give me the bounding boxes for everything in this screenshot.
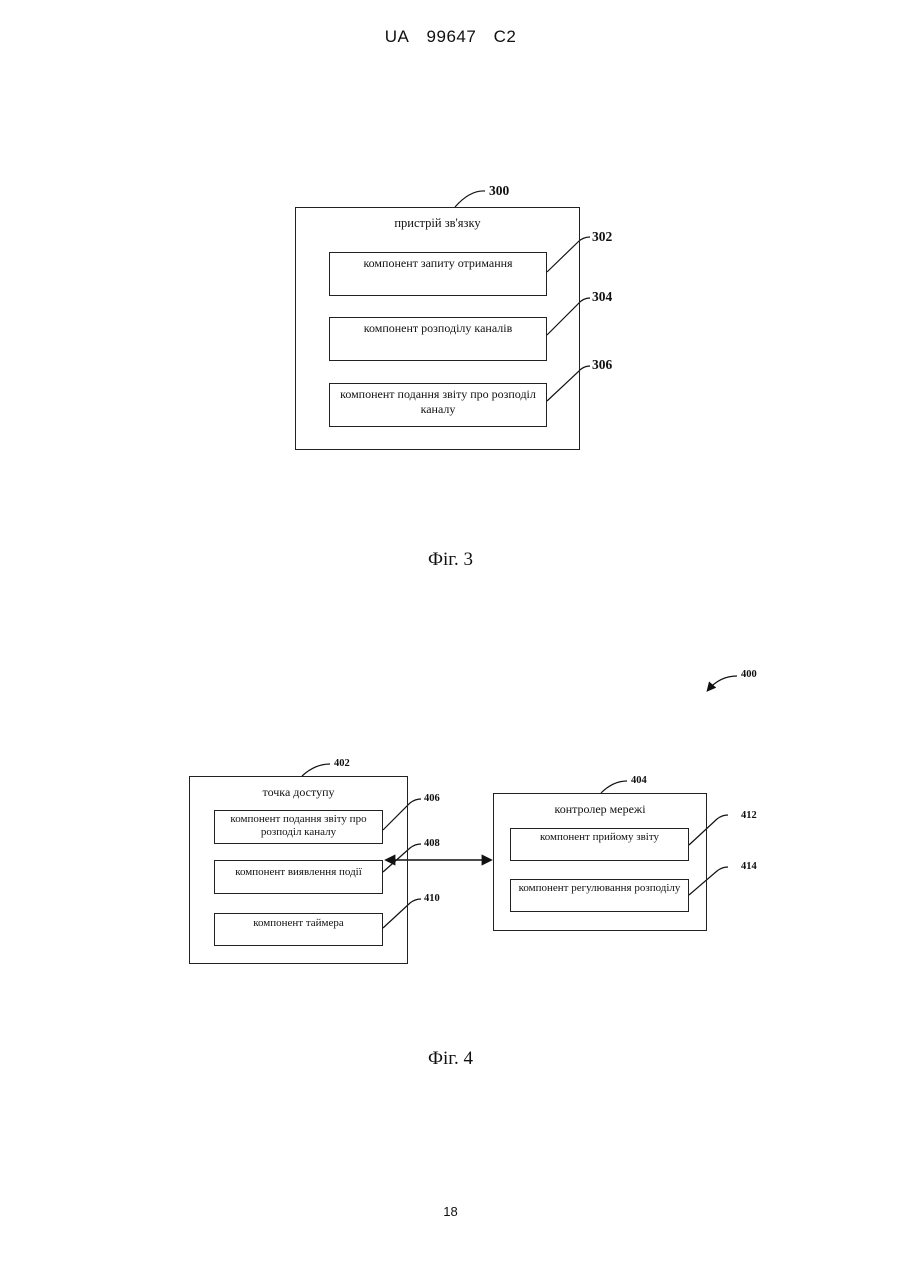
page-number: 18	[0, 1204, 901, 1219]
ref-410: 410	[424, 893, 440, 904]
access-point-title: точка доступу	[190, 785, 407, 800]
ref-302: 302	[592, 229, 612, 245]
ap-component-box-410: компонент таймера	[214, 913, 383, 946]
header-kind: C2	[494, 27, 517, 46]
header-country: UA	[385, 27, 410, 46]
ap-component-label-408: компонент виявлення події	[235, 866, 362, 879]
patent-header: UA 99647 C2	[0, 27, 901, 47]
nc-component-label-412: компонент прийому звіту	[540, 831, 659, 844]
communication-device-title: пристрій зв'язку	[296, 216, 579, 231]
header-number: 99647	[427, 27, 477, 46]
component-box-302: компонент запиту отримання	[329, 252, 547, 296]
nc-component-box-414: компонент регулювання розподілу	[510, 879, 689, 912]
fig4-caption: Фіг. 4	[0, 1048, 901, 1070]
component-box-304: компонент розподілу каналів	[329, 317, 547, 361]
ref-414: 414	[741, 861, 757, 872]
network-controller-title: контролер мережі	[494, 802, 706, 817]
ref-404: 404	[631, 775, 647, 786]
leader-300	[455, 191, 485, 207]
ref-406: 406	[424, 793, 440, 804]
ap-component-label-406: компонент подання звіту про розподіл кан…	[219, 813, 378, 839]
ref-408: 408	[424, 838, 440, 849]
component-label-302: компонент запиту отримання	[363, 256, 512, 271]
ref-402: 402	[334, 758, 350, 769]
ref-306: 306	[592, 357, 612, 373]
leader-404	[601, 781, 627, 793]
ap-component-label-410: компонент таймера	[253, 917, 344, 930]
fig3-caption: Фіг. 3	[0, 549, 901, 571]
ap-component-box-408: компонент виявлення події	[214, 860, 383, 894]
component-label-306: компонент подання звіту про розподіл кан…	[334, 387, 542, 417]
ref-300: 300	[489, 183, 509, 199]
leader-400	[708, 676, 737, 690]
ref-412: 412	[741, 810, 757, 821]
nc-component-box-412: компонент прийому звіту	[510, 828, 689, 861]
ref-400: 400	[741, 669, 757, 680]
leader-402	[302, 764, 330, 776]
component-box-306: компонент подання звіту про розподіл кан…	[329, 383, 547, 427]
component-label-304: компонент розподілу каналів	[364, 321, 512, 336]
ref-304: 304	[592, 289, 612, 305]
nc-component-label-414: компонент регулювання розподілу	[519, 882, 681, 895]
ap-component-box-406: компонент подання звіту про розподіл кан…	[214, 810, 383, 844]
